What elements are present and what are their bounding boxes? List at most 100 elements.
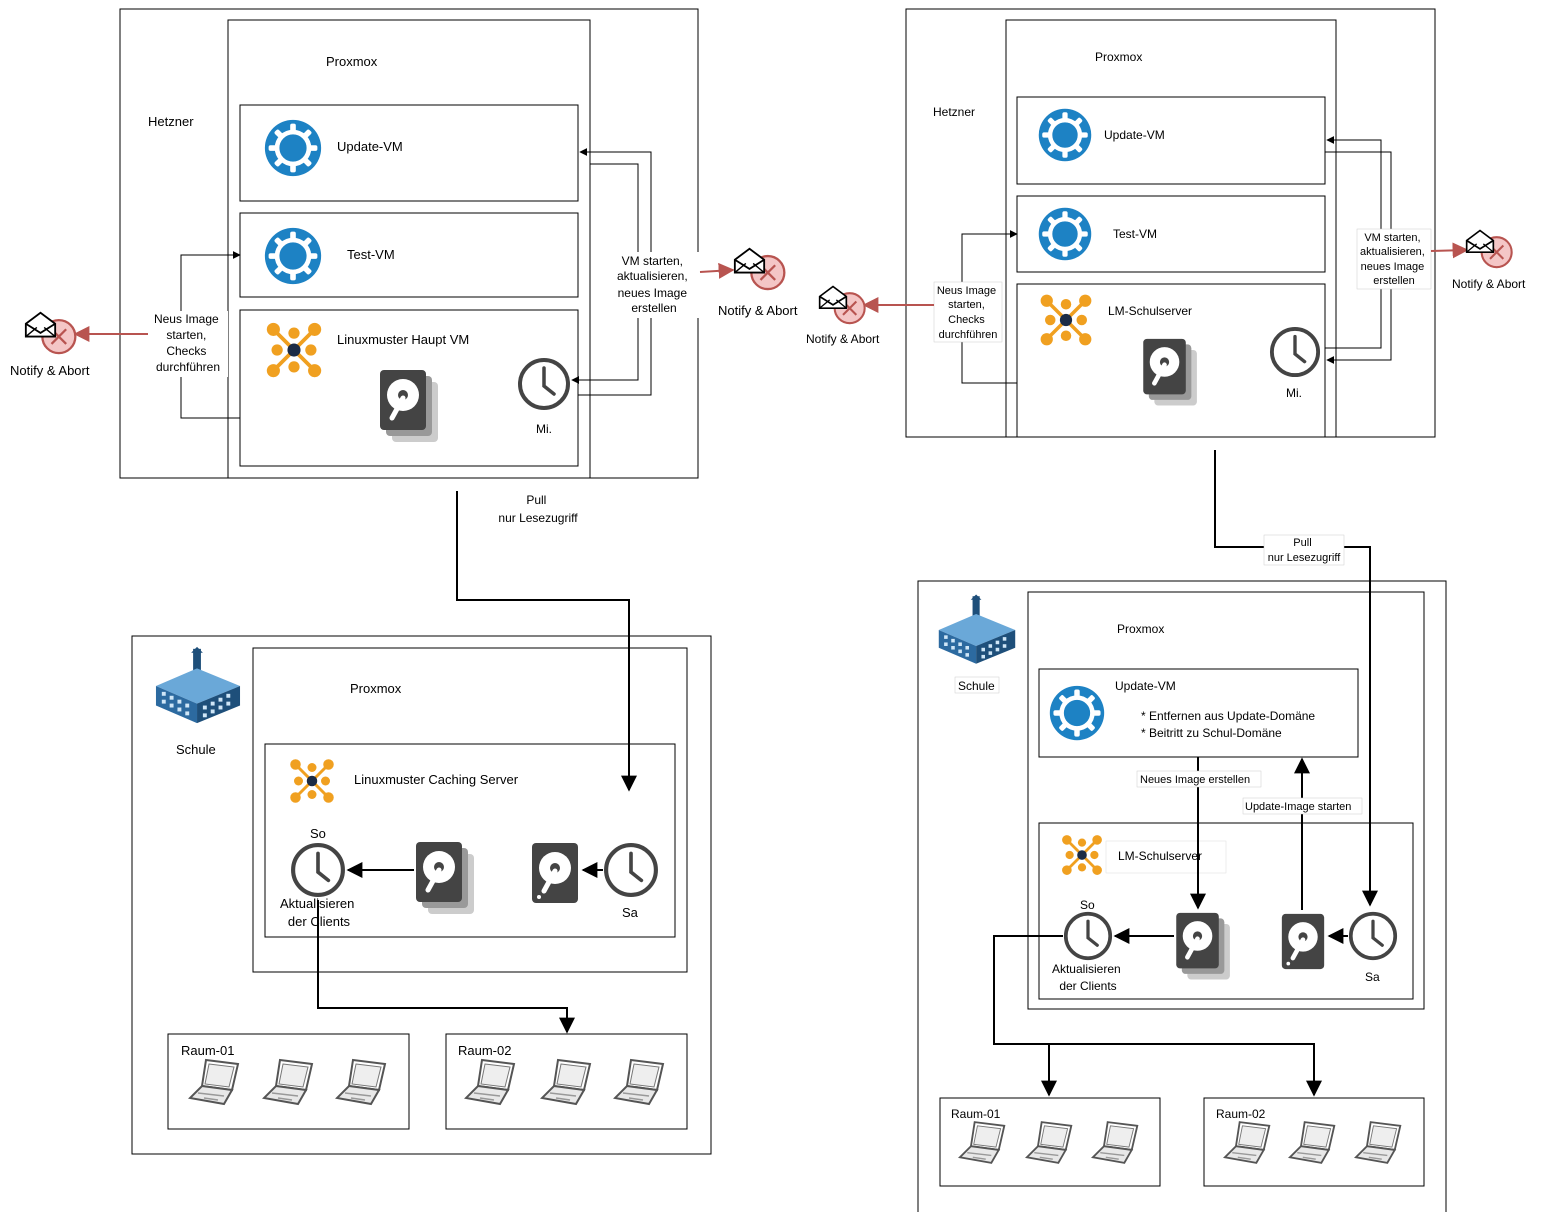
right-clock-label: Mi. bbox=[1286, 386, 1302, 400]
right-room2-label: Raum-02 bbox=[1216, 1107, 1266, 1121]
kde-icon bbox=[1050, 686, 1104, 740]
right-sa-label: Sa bbox=[1365, 970, 1380, 984]
right-notify-arrow-right bbox=[1430, 242, 1469, 259]
right-school-server-box bbox=[1038, 822, 1414, 1000]
clock-icon bbox=[1269, 326, 1321, 378]
laptop-icon bbox=[541, 1059, 591, 1105]
left-sa-label: Sa bbox=[622, 905, 639, 920]
left-clients-arrow bbox=[317, 900, 575, 1034]
linuxmuster-icon bbox=[288, 757, 336, 805]
right-main-vm-box bbox=[1016, 283, 1326, 437]
linuxmuster-icon bbox=[264, 320, 324, 380]
kde-icon bbox=[265, 228, 321, 284]
left-checks-label: Neus Image starten, Checks durchführen bbox=[154, 312, 222, 374]
right-room2-box bbox=[1203, 1097, 1425, 1187]
left-school-box bbox=[131, 635, 712, 1155]
left-pull-label: Pull nur Lesezugriff bbox=[498, 493, 578, 525]
linuxmuster-icon bbox=[1060, 833, 1104, 877]
left-school-proxmox-box bbox=[252, 647, 688, 973]
notify-icon bbox=[818, 285, 866, 325]
right-pull-label-bg bbox=[1263, 534, 1345, 566]
right-main-vm-label: LM-Schulserver bbox=[1108, 304, 1192, 318]
laptop-icon bbox=[1354, 1121, 1402, 1164]
disk-image-icon bbox=[1143, 339, 1197, 406]
left-room1-label: Raum-01 bbox=[181, 1043, 234, 1058]
hard-disk-icon bbox=[1282, 914, 1324, 969]
right-school-label: Schule bbox=[958, 679, 995, 693]
left-pull-arrow bbox=[456, 491, 637, 792]
left-update-clients-label: Aktualisieren der Clients bbox=[280, 896, 358, 929]
right-school-proxmox-box bbox=[1027, 591, 1425, 1010]
linuxmuster-icon bbox=[1038, 292, 1094, 348]
right-vm-start-label-bg bbox=[1356, 228, 1432, 290]
left-vm-start-label-bg bbox=[610, 252, 700, 318]
right-vm-start-label: VM starten, aktualisieren, neues Image e… bbox=[1360, 232, 1428, 287]
left-notify-mid-label: Notify & Abort bbox=[718, 303, 798, 318]
right-notify-left-label: Notify & Abort bbox=[806, 332, 880, 346]
right-school-update-notes: * Entfernen aus Update-Domäne * Beitritt… bbox=[1141, 709, 1318, 740]
laptop-icon bbox=[336, 1059, 386, 1105]
laptop-icon bbox=[958, 1121, 1006, 1164]
right-so-label: So bbox=[1080, 898, 1095, 912]
laptop-icon bbox=[263, 1059, 313, 1105]
right-school-proxmox-label: Proxmox bbox=[1117, 622, 1164, 636]
left-update-vm-label: Update-VM bbox=[337, 139, 403, 154]
school-building-icon bbox=[938, 594, 1016, 664]
right-room1-label: Raum-01 bbox=[951, 1107, 1001, 1121]
right-checks-label: Neus Image starten, Checks durchführen bbox=[937, 285, 999, 341]
school-building-icon bbox=[155, 646, 241, 724]
left-room1-box bbox=[167, 1033, 410, 1130]
left-main-vm-box bbox=[239, 309, 579, 467]
left-school-label: Schule bbox=[176, 742, 216, 757]
left-school-proxmox-label: Proxmox bbox=[350, 681, 402, 696]
right-pull-arrow bbox=[1214, 450, 1378, 907]
right-update-vm-label: Update-VM bbox=[1104, 128, 1165, 142]
right-update-clients-label: Aktualisieren der Clients bbox=[1052, 962, 1124, 993]
clock-icon bbox=[293, 845, 343, 895]
right-update-vm-box bbox=[1016, 96, 1326, 185]
left-notify-left-label: Notify & Abort bbox=[10, 363, 90, 378]
right-checks-label-bg bbox=[933, 281, 1003, 343]
clock-icon bbox=[518, 358, 570, 410]
disk-image-icon bbox=[380, 370, 438, 442]
left-main-vm-label: Linuxmuster Haupt VM bbox=[337, 332, 469, 347]
disk-image-icon bbox=[416, 842, 474, 914]
right-school-server-label: LM-Schulserver bbox=[1118, 849, 1202, 863]
left-checks-label-bg bbox=[148, 311, 228, 377]
laptop-icon bbox=[614, 1059, 664, 1105]
right-pull-label: Pull nur Lesezugriff bbox=[1268, 537, 1342, 564]
left-test-vm-label: Test-VM bbox=[347, 247, 395, 262]
laptop-icon bbox=[1223, 1121, 1271, 1164]
hard-disk-icon bbox=[532, 843, 578, 903]
left-proxmox-label: Proxmox bbox=[326, 54, 378, 69]
left-clock-label: Mi. bbox=[536, 422, 552, 436]
left-room2-label: Raum-02 bbox=[458, 1043, 511, 1058]
notify-icon bbox=[1465, 229, 1513, 269]
left-update-vm-box bbox=[239, 104, 579, 202]
laptop-icon bbox=[465, 1059, 515, 1105]
clock-icon bbox=[606, 845, 656, 895]
left-notify-arrow-mid bbox=[699, 262, 735, 279]
kde-icon bbox=[1039, 109, 1092, 162]
clock-icon bbox=[1348, 911, 1398, 961]
laptop-icon bbox=[189, 1059, 239, 1105]
laptop-icon bbox=[1025, 1121, 1073, 1164]
right-room1-box bbox=[939, 1097, 1161, 1187]
right-school-update-vm-label: Update-VM bbox=[1115, 679, 1176, 693]
left-caching-server-label: Linuxmuster Caching Server bbox=[354, 772, 519, 787]
kde-icon bbox=[265, 120, 321, 176]
left-vm-start-label: VM starten, aktualisieren, neues Image e… bbox=[617, 254, 691, 315]
laptop-icon bbox=[1288, 1121, 1336, 1164]
kde-icon bbox=[1039, 208, 1092, 261]
left-so-label: So bbox=[310, 826, 326, 841]
notify-icon bbox=[24, 311, 77, 355]
notify-icon bbox=[733, 247, 786, 291]
laptop-icon bbox=[1091, 1121, 1139, 1164]
right-new-image-label: Neues Image erstellen bbox=[1140, 774, 1250, 786]
right-hetzner-label: Hetzner bbox=[933, 105, 975, 119]
right-school-box bbox=[917, 580, 1447, 1212]
right-test-vm-label: Test-VM bbox=[1113, 227, 1157, 241]
right-notify-right-label: Notify & Abort bbox=[1452, 277, 1526, 291]
right-start-update-image-label: Update-Image starten bbox=[1245, 801, 1351, 813]
